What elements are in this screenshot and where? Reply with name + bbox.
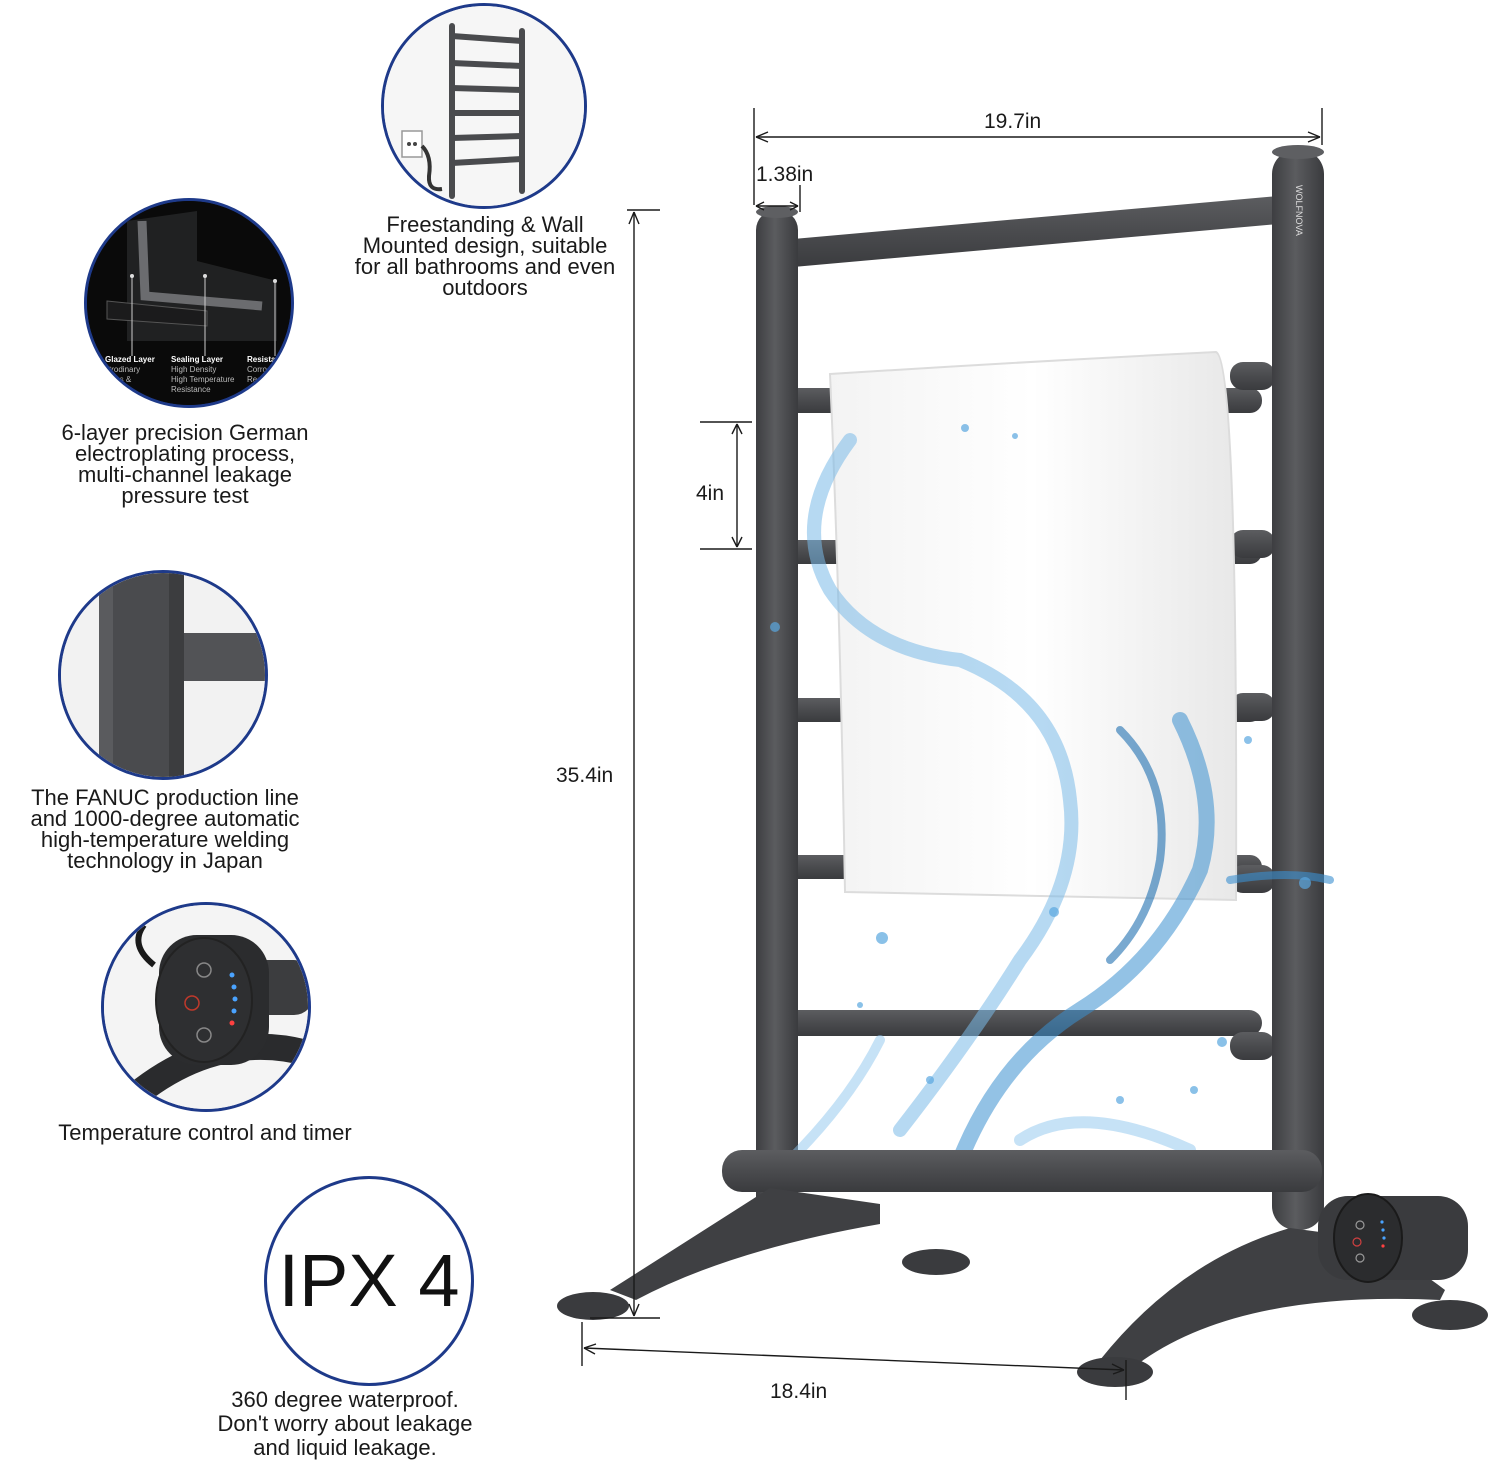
layer-label: Glazed Layer — [105, 355, 155, 364]
wall-mounted-rack-illustration — [384, 6, 584, 206]
brand-label: WOLFNOVA — [1294, 185, 1304, 236]
caption-line: for all bathrooms and even — [354, 254, 616, 279]
layer-sublabel: Corrosi — [247, 365, 273, 374]
base-dimension-label: 18.4in — [770, 1380, 828, 1403]
height-dimension-label: 35.4in — [556, 764, 614, 787]
left-post — [756, 210, 798, 1220]
freestanding-caption: Freestanding & Wall Mounted design, suit… — [300, 212, 670, 300]
temperature-controller — [1318, 1193, 1468, 1283]
welding-thumbnail — [58, 570, 268, 780]
dimension-lines — [581, 108, 1323, 1400]
controller-thumbnail — [101, 902, 311, 1112]
layer-column-3: Resistan Corrosi Resi S — [247, 355, 280, 395]
layer-sublabel: xtrodinary — [105, 365, 141, 374]
controller-caption: Temperature control and timer — [58, 1120, 352, 1145]
layer-sublabel: Resi — [247, 375, 264, 384]
layer-column-1: Glazed Layer xtrodinary iness & bility — [105, 355, 155, 395]
caption-line: technology in Japan — [67, 848, 263, 873]
electroplating-caption: 6-layer precision German electroplating … — [10, 420, 360, 508]
water-splash — [785, 433, 1334, 1168]
layer-sublabel: bility — [105, 385, 122, 394]
layer-sublabel: S — [247, 385, 253, 394]
caption-line: multi-channel leakage — [77, 462, 293, 487]
caption-line: 6-layer precision German — [61, 420, 309, 445]
electroplating-thumbnail: Glazed Layer xtrodinary iness & bility S… — [84, 198, 294, 408]
right-post — [1272, 150, 1324, 1230]
towel — [828, 350, 1238, 902]
caption-line: 360 degree waterproof. — [231, 1387, 459, 1412]
caption-line: Don't worry about leakage — [217, 1411, 473, 1436]
left-back-foot — [610, 1188, 880, 1300]
controller-closeup-illustration — [104, 905, 308, 1109]
layer-label: Sealing Layer — [171, 355, 224, 364]
caption-line: and liquid leakage. — [253, 1435, 437, 1460]
caption-line: outdoors — [442, 275, 528, 300]
width-dimension-label: 19.7in — [984, 110, 1042, 133]
caption-line: Mounted design, suitable — [362, 233, 608, 258]
caption-line: pressure test — [121, 483, 249, 508]
layer-label: Resistan — [247, 355, 281, 364]
caption-line: and 1000-degree automatic — [30, 806, 300, 831]
spacing-dimension-label: 4in — [696, 482, 725, 505]
waterproof-caption: 360 degree waterproof. Don't worry about… — [175, 1388, 515, 1460]
bottom-rail — [722, 1150, 1322, 1192]
layer-column-2: Sealing Layer High Density High Temperat… — [171, 355, 234, 395]
ipx-rating-text: IPX 4 — [278, 1239, 460, 1322]
layer-sublabel: High Density — [171, 365, 217, 374]
layer-sublabel: iness & — [105, 375, 132, 384]
caption-line: electroplating process, — [74, 441, 296, 466]
layer-sublabel: Resistance — [171, 385, 211, 394]
coating-layers-illustration — [87, 201, 291, 405]
freestanding-thumbnail — [381, 3, 587, 209]
water-droplets — [770, 424, 1311, 1104]
waterproof-badge: IPX 4 — [264, 1176, 474, 1386]
caption-line: high-temperature welding — [40, 827, 290, 852]
tube-dimension-label: 1.38in — [756, 163, 814, 186]
welding-caption: The FANUC production line and 1000-degre… — [0, 785, 330, 873]
caption-line: The FANUC production line — [31, 785, 299, 810]
layer-sublabel: High Temperature — [171, 375, 235, 384]
welded-joint-illustration — [61, 573, 265, 777]
caption-line: Freestanding & Wall — [386, 212, 584, 237]
